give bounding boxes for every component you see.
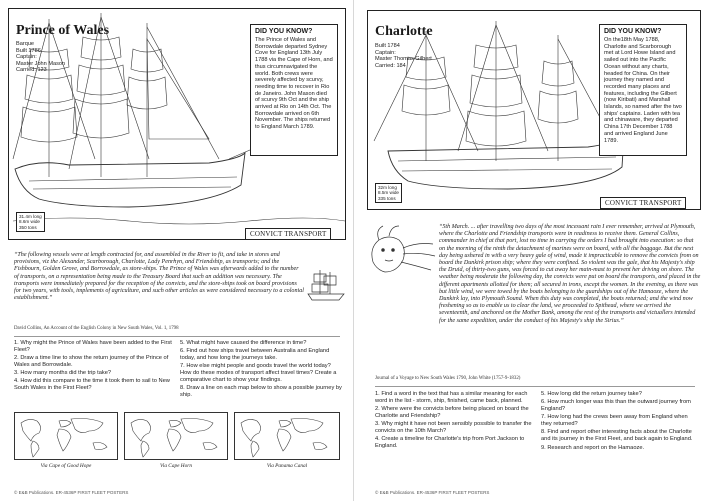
questions-column-1: 1. Why might the Prince of Wales have be… bbox=[14, 340, 172, 394]
dimension-line: 32m long bbox=[378, 185, 397, 190]
question-item: 1. Find a word in the text that has a si… bbox=[375, 391, 528, 404]
fact-line: Built 1784 bbox=[375, 43, 400, 49]
footer-credit: © E&B Publications. ER-4536P FIRST FLEET… bbox=[375, 490, 490, 495]
dimension-line: 350 tons bbox=[19, 224, 37, 230]
section-divider bbox=[14, 336, 340, 337]
fact-line: Master John Mason bbox=[16, 60, 66, 67]
fact-line: Captain: bbox=[16, 54, 37, 61]
question-item: 6. How much longer was this than the out… bbox=[541, 399, 691, 413]
world-map-2[interactable] bbox=[124, 412, 228, 460]
ship-prince-of-wales-drawing bbox=[12, 13, 346, 225]
right-poster-page: Charlotte Built 1784 Captain: Master Tho… bbox=[355, 0, 709, 501]
question-item: 9. Research and report on the Hamaoze. bbox=[541, 444, 645, 451]
question-item: 6. Find out how ships travel between Aus… bbox=[180, 348, 330, 362]
dimension-line: 31.4m long bbox=[19, 214, 42, 219]
did-you-know-box: DID YOU KNOW? The Prince of Wales and Bo… bbox=[250, 24, 338, 156]
fact-line: Barque bbox=[16, 41, 35, 47]
questions-column-2: 5. How long did the return journey take?… bbox=[541, 391, 699, 453]
wind-face-illustration bbox=[371, 225, 436, 273]
left-poster-page: Prince of Wales Barque Built 1786 Captai… bbox=[0, 0, 354, 501]
question-item: 3. Why might it have not been sensibly p… bbox=[375, 421, 532, 434]
ship-name-title: Charlotte bbox=[375, 24, 433, 39]
question-item: 7. How long had the crews been away from… bbox=[541, 414, 688, 428]
questions-column-1: 1. Find a word in the text that has a si… bbox=[375, 391, 535, 451]
map-caption: Via Panama Canal bbox=[266, 463, 308, 469]
ship-facts: Barque Built 1786 Captain: Master John M… bbox=[16, 41, 65, 74]
dimension-line: 8.5m wide bbox=[378, 190, 399, 196]
fact-line: Carried: 184 bbox=[375, 62, 406, 69]
convict-transport-badge: CONVICT TRANSPORT bbox=[245, 228, 332, 240]
quote-source: David Collins, An Account of the English… bbox=[14, 326, 179, 331]
world-map-icon bbox=[130, 418, 218, 458]
question-item: 5. What might have caused the difference… bbox=[180, 340, 307, 346]
world-map-3[interactable] bbox=[234, 412, 340, 460]
question-item: 7. How else might people and goods trave… bbox=[180, 363, 337, 383]
fact-line: Carried: 123 bbox=[16, 67, 47, 74]
historical-quote: “The following vessels were at length co… bbox=[14, 252, 304, 302]
did-you-know-heading: DID YOU KNOW? bbox=[255, 28, 313, 35]
quote-source: Journal of a Voyage to New South Wales 1… bbox=[375, 376, 521, 381]
did-you-know-box: DID YOU KNOW? On the18th May 1788, Charl… bbox=[599, 24, 687, 156]
question-item: 3. How many months did the trip take? bbox=[14, 370, 112, 377]
question-item: 2. Draw a time line to show the return j… bbox=[14, 355, 169, 368]
ship-name-title: Prince of Wales bbox=[16, 23, 110, 38]
question-item: 8. Draw a line on each map below to show… bbox=[180, 385, 342, 399]
question-item: 8. Find and report other interesting fac… bbox=[541, 429, 693, 443]
section-divider bbox=[375, 386, 695, 387]
convict-transport-badge: CONVICT TRANSPORT bbox=[600, 197, 687, 209]
historical-quote: “5th March. ... after travelling two day… bbox=[439, 224, 701, 324]
world-map-icon bbox=[20, 418, 108, 458]
ship-dimensions: 31.4m long 8.6m wide 350 tons bbox=[16, 212, 45, 233]
ship-facts: Built 1784 Captain: Master Thomas Gilber… bbox=[375, 43, 432, 69]
question-item: 4. How did this compare to the time it t… bbox=[14, 378, 170, 392]
dimension-line: 335 tons bbox=[378, 195, 396, 201]
fact-line: Built 1786 bbox=[16, 47, 41, 54]
question-item: 5. How long did the return journey take? bbox=[541, 391, 642, 397]
footer-credit: © E&B Publications. ER-4536P FIRST FLEET… bbox=[14, 490, 129, 495]
map-caption: Via Cape Horn bbox=[160, 463, 192, 469]
fact-line: Master Thomas Gilbert bbox=[375, 56, 432, 63]
did-you-know-text: On the18th May 1788, Charlotte and Scarb… bbox=[604, 37, 682, 144]
did-you-know-text: The Prince of Wales and Borrowdale depar… bbox=[255, 37, 333, 131]
world-map-icon bbox=[240, 418, 328, 458]
questions-column-2: 5. What might have caused the difference… bbox=[180, 340, 342, 400]
ship-dimensions: 32m long 8.5m wide 335 tons bbox=[375, 183, 402, 204]
map-caption: Via Cape of Good Hope bbox=[40, 463, 92, 469]
world-map-1[interactable] bbox=[14, 412, 118, 460]
fact-line: Captain: bbox=[375, 49, 396, 56]
small-ship-icon bbox=[307, 270, 345, 301]
ship-charlotte-drawing bbox=[373, 21, 625, 190]
question-item: 2. Where were the convicts before being … bbox=[375, 406, 529, 419]
question-item: 1. Why might the Prince of Wales have be… bbox=[14, 340, 172, 353]
did-you-know-heading: DID YOU KNOW? bbox=[604, 28, 662, 35]
dimension-line: 8.6m wide bbox=[19, 219, 40, 225]
question-item: 4. Create a timeline for Charlotte's tri… bbox=[375, 436, 525, 450]
